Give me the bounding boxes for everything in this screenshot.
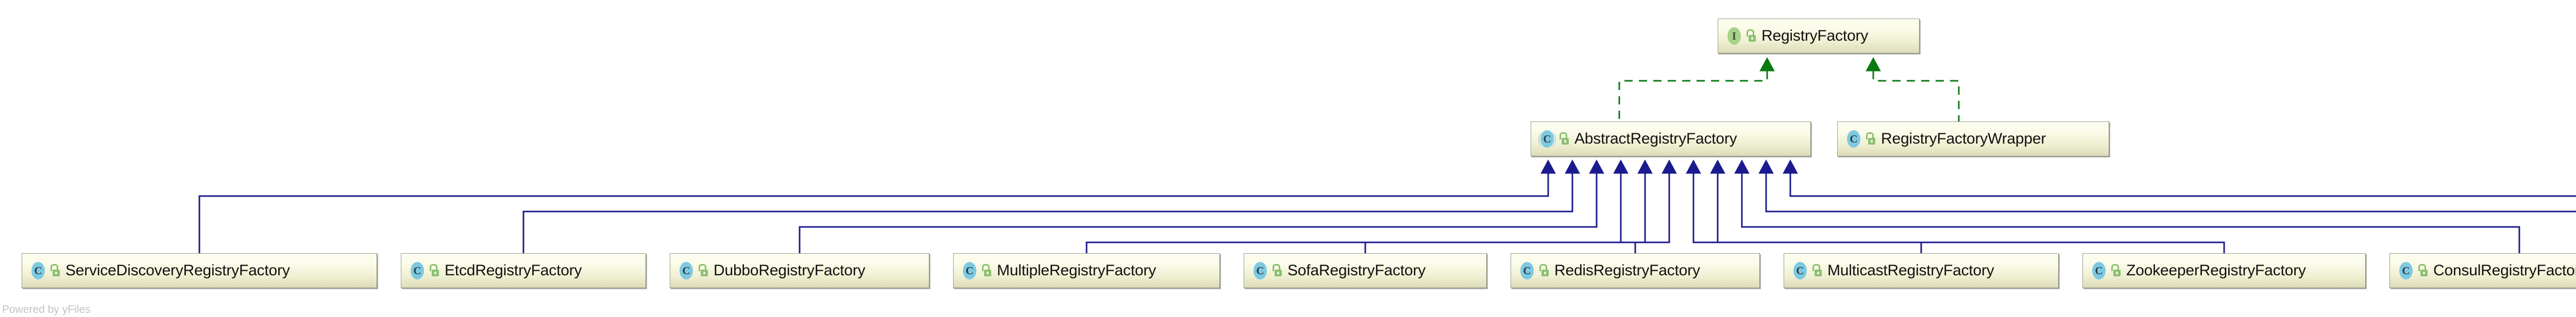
powered-by-credit: Powered by yFiles <box>2 304 91 315</box>
class-icon: C <box>1791 262 1809 279</box>
generalization-arrowhead <box>1734 159 1750 174</box>
unlocked-padlock-icon <box>2418 264 2428 277</box>
uml-node-zookeeper-registry-factory[interactable]: C ZookeeperRegistryFactory <box>2082 253 2366 288</box>
uml-node-label: MultipleRegistryFactory <box>997 262 1156 279</box>
uml-node-label: DubboRegistryFactory <box>714 262 866 279</box>
uml-node-redis-registry-factory[interactable]: C RedisRegistryFactory <box>1511 253 1760 288</box>
generalization-arrowhead <box>1662 159 1677 174</box>
uml-node-service-discovery-registry-factory[interactable]: C ServiceDiscoveryRegistryFactory <box>22 253 377 288</box>
realization-edge-registry-factory-wrapper <box>1872 71 1960 121</box>
realization-edge-abstract-registry-factory <box>1618 71 1768 121</box>
generalization-edge-etcd-registry-factory <box>522 173 1573 253</box>
unlocked-padlock-icon <box>1812 264 1822 277</box>
generalization-edge-consul-registry-factory <box>1741 173 2520 253</box>
class-icon: C <box>677 262 695 279</box>
uml-node-multiple-registry-factory[interactable]: C MultipleRegistryFactory <box>953 253 1220 288</box>
class-icon: C <box>1845 130 1862 148</box>
class-icon: C <box>1251 262 1269 279</box>
realization-arrowhead <box>1759 57 1775 72</box>
generalization-arrowhead <box>1540 159 1556 174</box>
class-icon: C <box>2090 262 2108 279</box>
uml-node-label: EtcdRegistryFactory <box>445 262 582 279</box>
uml-node-label: SofaRegistryFactory <box>1287 262 1426 279</box>
uml-node-label: AbstractRegistryFactory <box>1574 130 1737 147</box>
uml-node-label: RegistryFactoryWrapper <box>1881 130 2046 147</box>
unlocked-padlock-icon <box>1746 29 1756 43</box>
class-icon: C <box>961 262 978 279</box>
uml-node-label: ZookeeperRegistryFactory <box>2126 262 2306 279</box>
unlocked-padlock-icon <box>981 264 992 277</box>
unlocked-padlock-icon <box>50 264 60 277</box>
uml-node-registry-factory[interactable]: I RegistryFactory <box>1718 19 1920 54</box>
uml-node-consul-registry-factory[interactable]: C ConsulRegistryFactory <box>2389 253 2576 288</box>
generalization-arrowhead <box>1613 159 1629 174</box>
generalization-arrowhead <box>1637 159 1653 174</box>
unlocked-padlock-icon <box>1272 264 1282 277</box>
generalization-edge-service-discovery-registry-factory <box>198 173 1549 253</box>
generalization-edge-dubbo-registry-factory <box>799 173 1598 253</box>
uml-node-abstract-registry-factory[interactable]: ()C AbstractRegistryFactory <box>1531 121 1811 156</box>
interface-icon: I <box>1725 27 1743 45</box>
uml-node-label: MulticastRegistryFactory <box>1827 262 1994 279</box>
class-icon: ()C <box>1537 130 1557 148</box>
generalization-arrowhead <box>1783 159 1798 174</box>
uml-node-sofa-registry-factory[interactable]: C SofaRegistryFactory <box>1244 253 1487 288</box>
generalization-arrowhead <box>1565 159 1580 174</box>
uml-node-multicast-registry-factory[interactable]: C MulticastRegistryFactory <box>1784 253 2059 288</box>
uml-node-label: RegistryFactory <box>1761 27 1869 44</box>
uml-node-etcd-registry-factory[interactable]: C EtcdRegistryFactory <box>401 253 646 288</box>
generalization-arrowhead <box>1589 159 1604 174</box>
generalization-edge-abstract-registry-factory-deprecated <box>1765 173 2576 213</box>
generalization-edge-nacos-registry-factory <box>1789 173 2576 197</box>
generalization-arrowhead <box>1686 159 1701 174</box>
unlocked-padlock-icon <box>1539 264 1549 277</box>
class-icon: C <box>2397 262 2415 279</box>
unlocked-padlock-icon <box>2111 264 2121 277</box>
generalization-edge-multicast-registry-factory <box>1692 173 1922 253</box>
unlocked-padlock-icon <box>429 264 439 277</box>
uml-node-label: RedisRegistryFactory <box>1554 262 1700 279</box>
generalization-edge-zookeeper-registry-factory <box>1717 173 2225 253</box>
generalization-edge-sofa-registry-factory <box>1364 173 1646 253</box>
generalization-edge-redis-registry-factory <box>1634 173 1670 253</box>
uml-node-label: ServiceDiscoveryRegistryFactory <box>65 262 290 279</box>
generalization-arrowhead <box>1758 159 1774 174</box>
class-icon: C <box>409 262 426 279</box>
realization-arrowhead <box>1866 57 1881 72</box>
unlocked-padlock-icon <box>1866 132 1876 146</box>
generalization-edge-multiple-registry-factory <box>1086 173 1622 253</box>
uml-node-label: ConsulRegistryFactory <box>2433 262 2576 279</box>
generalization-arrowhead <box>1710 159 1725 174</box>
unlocked-padlock-icon <box>1559 132 1569 146</box>
uml-node-registry-factory-wrapper[interactable]: C RegistryFactoryWrapper <box>1837 121 2109 156</box>
unlocked-padlock-icon <box>698 264 708 277</box>
uml-node-dubbo-registry-factory[interactable]: C DubboRegistryFactory <box>670 253 929 288</box>
class-icon: C <box>1518 262 1536 279</box>
class-icon: C <box>29 262 47 279</box>
